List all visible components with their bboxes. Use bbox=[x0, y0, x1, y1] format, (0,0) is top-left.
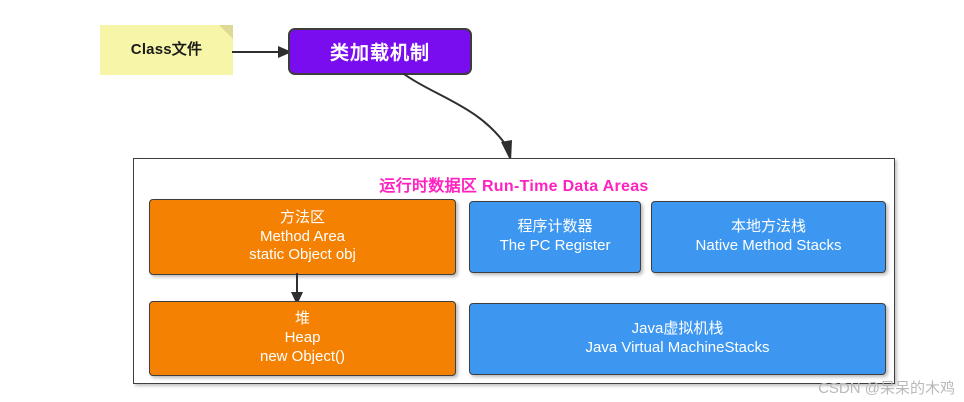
region-heap-extra: new Object() bbox=[259, 347, 346, 365]
region-method-area-en: Method Area bbox=[259, 227, 346, 245]
class-loading-mechanism-label: 类加载机制 bbox=[329, 43, 430, 64]
region-heap[interactable]: 堆 Heap new Object() bbox=[149, 301, 456, 376]
region-pc-register-en: The PC Register bbox=[499, 237, 611, 254]
region-jvm-stacks-cn: Java虚拟机栈 bbox=[631, 320, 724, 338]
arrow-class-loader-to-runtime-area-icon bbox=[403, 73, 512, 162]
region-method-area-extra: static Object obj bbox=[249, 246, 356, 264]
region-pc-register[interactable]: 程序计数器 The PC Register bbox=[469, 201, 641, 273]
region-pc-register-cn: 程序计数器 bbox=[517, 218, 593, 236]
arrow-method-area-to-heap-icon bbox=[291, 273, 303, 305]
class-file-label: Class文件 bbox=[130, 41, 203, 58]
region-method-area[interactable]: 方法区 Method Area static Object obj bbox=[149, 199, 456, 275]
region-native-method-stacks-cn: 本地方法栈 bbox=[730, 218, 806, 236]
runtime-data-area-container: 运行时数据区 Run-Time Data Areas 方法区 Method Ar… bbox=[133, 158, 895, 384]
arrow-note-to-loader-icon bbox=[232, 46, 292, 58]
class-loading-mechanism-box[interactable]: 类加载机制 bbox=[288, 28, 472, 75]
region-jvm-stacks[interactable]: Java虚拟机栈 Java Virtual MachineStacks bbox=[469, 303, 886, 375]
region-native-method-stacks[interactable]: 本地方法栈 Native Method Stacks bbox=[651, 201, 886, 273]
runtime-data-area-title: 运行时数据区 Run-Time Data Areas bbox=[379, 178, 649, 195]
folded-corner-icon bbox=[219, 25, 233, 39]
class-file-note: Class文件 bbox=[100, 25, 233, 75]
region-heap-en: Heap bbox=[284, 329, 321, 347]
region-jvm-stacks-en: Java Virtual MachineStacks bbox=[585, 339, 770, 356]
region-heap-cn: 堆 bbox=[294, 310, 310, 328]
csdn-watermark: CSDN @呆呆的木鸡 bbox=[818, 380, 955, 397]
region-native-method-stacks-en: Native Method Stacks bbox=[695, 237, 842, 254]
region-method-area-cn: 方法区 bbox=[279, 208, 325, 226]
